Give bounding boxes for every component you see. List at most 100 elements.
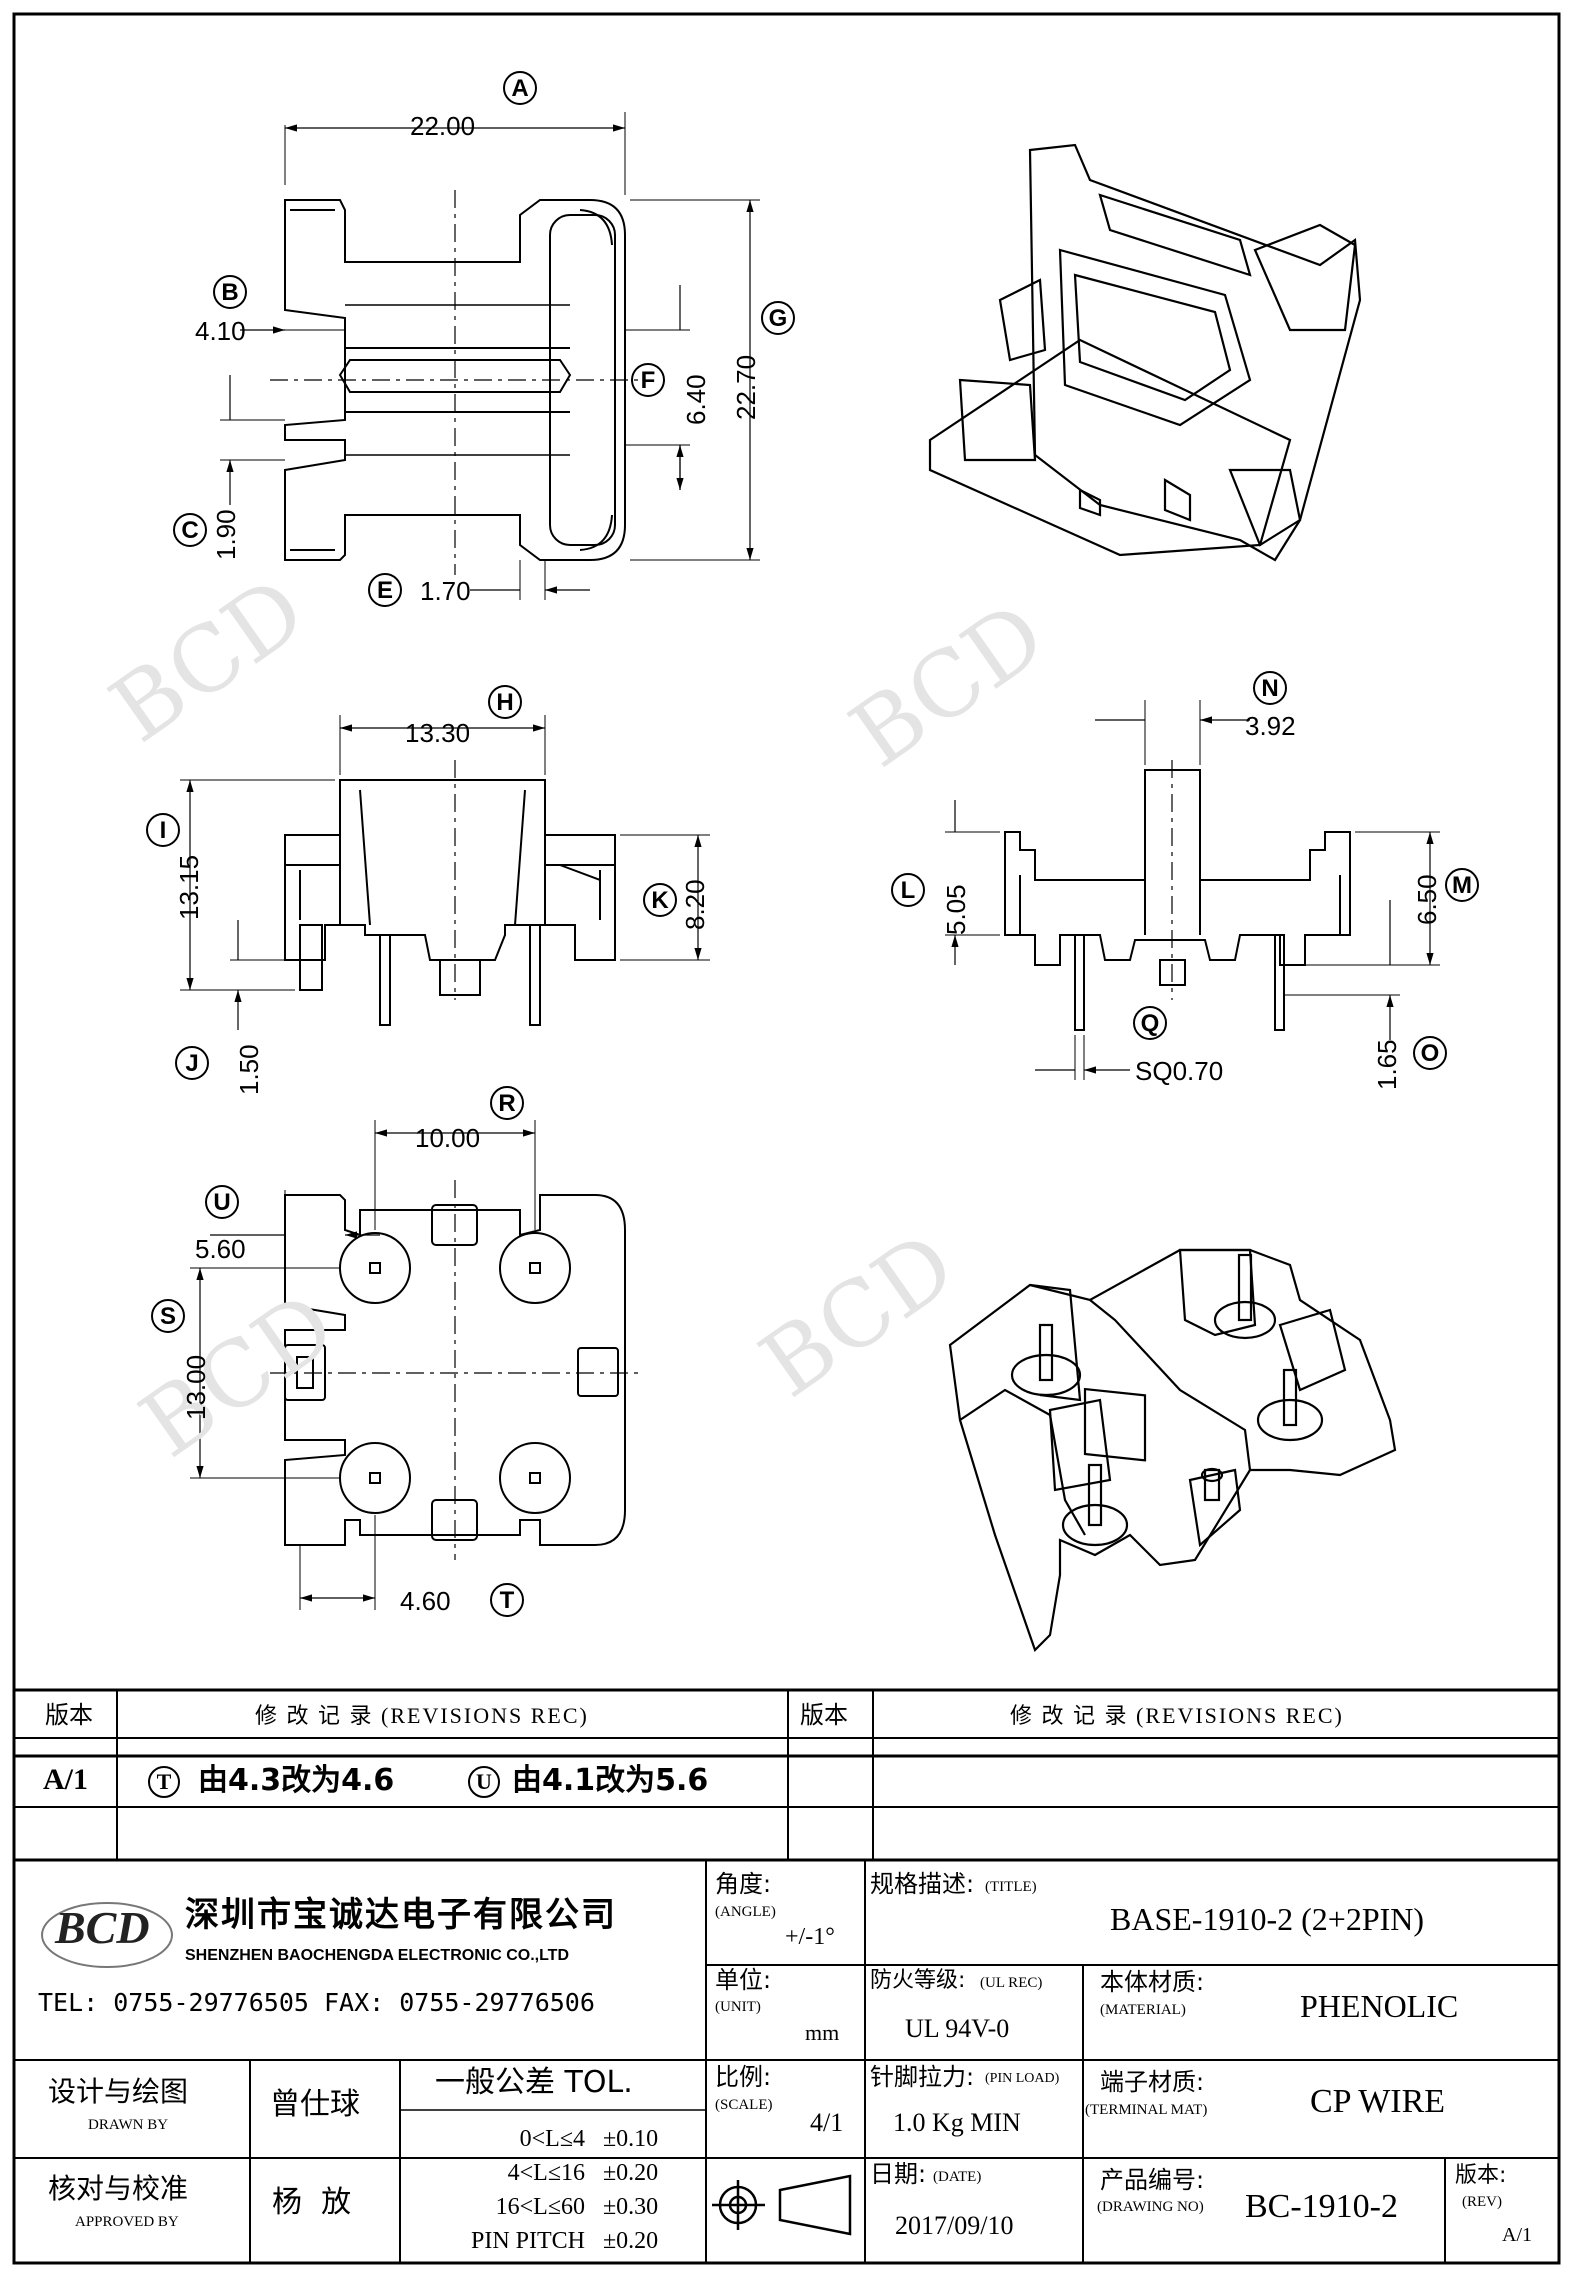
approved-label: 核对与校准 [48, 2172, 189, 2205]
label-A: A [511, 75, 528, 102]
tolerance-value: ±0.30 [603, 2194, 659, 2220]
label-J: J [185, 1050, 198, 1077]
company-tel-fax: TEL: 0755-29776505 FAX: 0755-29776506 [38, 1988, 595, 2017]
isometric-view-bottom [948, 1248, 1397, 1653]
label-L: L [901, 877, 916, 904]
label-O: O [1421, 1040, 1440, 1067]
unit-value: mm [805, 2020, 840, 2045]
label-G: G [769, 305, 788, 332]
pinload-label-en: (PIN LOAD) [985, 2071, 1060, 2086]
dim-H: 13.30 [405, 718, 470, 748]
date-value: 2017/09/10 [895, 2211, 1014, 2240]
tolerance-value: ±0.10 [603, 2126, 659, 2152]
watermark-text: BCD [742, 1212, 973, 1418]
dim-T: 4.60 [400, 1586, 451, 1616]
drawn-value: 曾仕球 [270, 2087, 360, 2122]
rev-header-version-2: 版本 [800, 1701, 848, 1729]
label-B: B [221, 279, 238, 306]
rev-row-mark1: T [148, 1766, 180, 1798]
dim-G: 22.70 [731, 355, 761, 420]
tolerance-row: PIN PITCH±0.20 [410, 2224, 700, 2258]
label-U: U [213, 1189, 230, 1216]
tolerance-value: ±0.20 [603, 2228, 659, 2254]
label-R: R [498, 1090, 515, 1117]
watermark-text: BCD [832, 582, 1063, 788]
company-name-en: SHENZHEN BAOCHENGDA ELECTRONIC CO.,LTD [185, 1947, 569, 1964]
rev-row-mark2: U [468, 1766, 500, 1798]
label-N: N [1261, 675, 1278, 702]
dim-O: 1.65 [1372, 1039, 1402, 1090]
terminal-label-en: (TERMINAL MAT) [1085, 2102, 1208, 2118]
label-K: K [651, 887, 669, 914]
label-S: S [160, 1303, 176, 1330]
angle-label-en: (ANGLE) [715, 1904, 776, 1920]
dim-K: 8.20 [680, 879, 710, 930]
label-I: I [160, 817, 167, 844]
ul-value: UL 94V-0 [905, 2014, 1010, 2043]
terminal-label: 端子材质: [1100, 2068, 1205, 2096]
ul-label-en: (UL REC) [980, 1975, 1043, 1991]
tolerance-row: 16<L≤60 ±0.30 [410, 2190, 700, 2224]
approved-value: 杨 放 [272, 2185, 352, 2220]
company-name-cn: 深圳市宝诚达电子有限公司 [185, 1895, 617, 1935]
angle-label: 角度: [715, 1870, 772, 1898]
title-label-en: (TITLE) [985, 1879, 1037, 1895]
dim-B: 4.10 [195, 316, 246, 346]
company-logo: BCD [55, 1902, 150, 1953]
dim-U: 5.60 [195, 1234, 246, 1264]
rev-header-record: 修 改 记 录 (REVISIONS REC) [255, 1703, 589, 1728]
label-M: M [1452, 872, 1472, 899]
dim-A: 22.00 [410, 111, 475, 141]
scale-label: 比例: [715, 2063, 772, 2091]
dim-J: 1.50 [234, 1044, 264, 1095]
projection-symbol [712, 2174, 852, 2236]
dim-S: 13.00 [181, 1355, 211, 1420]
tolerance-range: 16<L≤60 [495, 2194, 585, 2220]
drawn-label: 设计与绘图 [48, 2075, 189, 2108]
title-block-grid [14, 1688, 1559, 2263]
side-view [945, 700, 1440, 1080]
dim-R: 10.00 [415, 1123, 480, 1153]
tolerance-row: 0<L≤4 ±0.10 [410, 2122, 700, 2156]
label-C: C [181, 517, 198, 544]
company-logo-ring [41, 1902, 173, 1968]
material-label-en: (MATERIAL) [1100, 2002, 1186, 2018]
date-label: 日期: [870, 2160, 927, 2188]
dim-C: 1.90 [211, 509, 241, 560]
dim-M: 6.50 [1412, 874, 1442, 925]
tolerance-range: 4<L≤16 [507, 2160, 585, 2186]
drawingno-value: BC-1910-2 [1245, 2188, 1398, 2225]
ul-label: 防火等级: [870, 1968, 966, 1993]
rev-label-en: (REV) [1462, 2194, 1502, 2210]
label-E: E [377, 577, 393, 604]
title-label: 规格描述: [870, 1870, 975, 1898]
rev-header-version: 版本 [45, 1701, 93, 1729]
dim-E: 1.70 [420, 576, 471, 606]
dim-I: 13.15 [174, 855, 204, 920]
label-F: F [641, 367, 656, 394]
rev-row-version: A/1 [43, 1763, 88, 1796]
scale-value: 4/1 [810, 2108, 844, 2137]
unit-label: 单位: [715, 1966, 772, 1994]
unit-label-en: (UNIT) [715, 1999, 761, 2015]
tolerance-range: 0<L≤4 [519, 2126, 585, 2152]
drawingno-label-en: (DRAWING NO) [1097, 2199, 1204, 2215]
tolerance-label: 一般公差 TOL. [435, 2065, 633, 2100]
dim-N: 3.92 [1245, 711, 1296, 741]
dim-Q: SQ0.70 [1135, 1056, 1223, 1086]
date-label-en: (DATE) [933, 2169, 982, 2185]
label-T: T [500, 1587, 515, 1614]
terminal-value: CP WIRE [1310, 2083, 1446, 2120]
material-value: PHENOLIC [1300, 1988, 1459, 2024]
dim-F: 6.40 [681, 374, 711, 425]
label-Q: Q [1141, 1010, 1160, 1037]
drawn-label-en: DRAWN BY [88, 2117, 169, 2133]
front-view [180, 715, 710, 1030]
angle-value: +/-1° [785, 1924, 835, 1950]
title-value: BASE-1910-2 (2+2PIN) [1110, 1901, 1425, 1937]
pinload-label: 针脚拉力: [870, 2063, 975, 2091]
rev-value: A/1 [1502, 2224, 1532, 2246]
dim-L: 5.05 [941, 884, 971, 935]
